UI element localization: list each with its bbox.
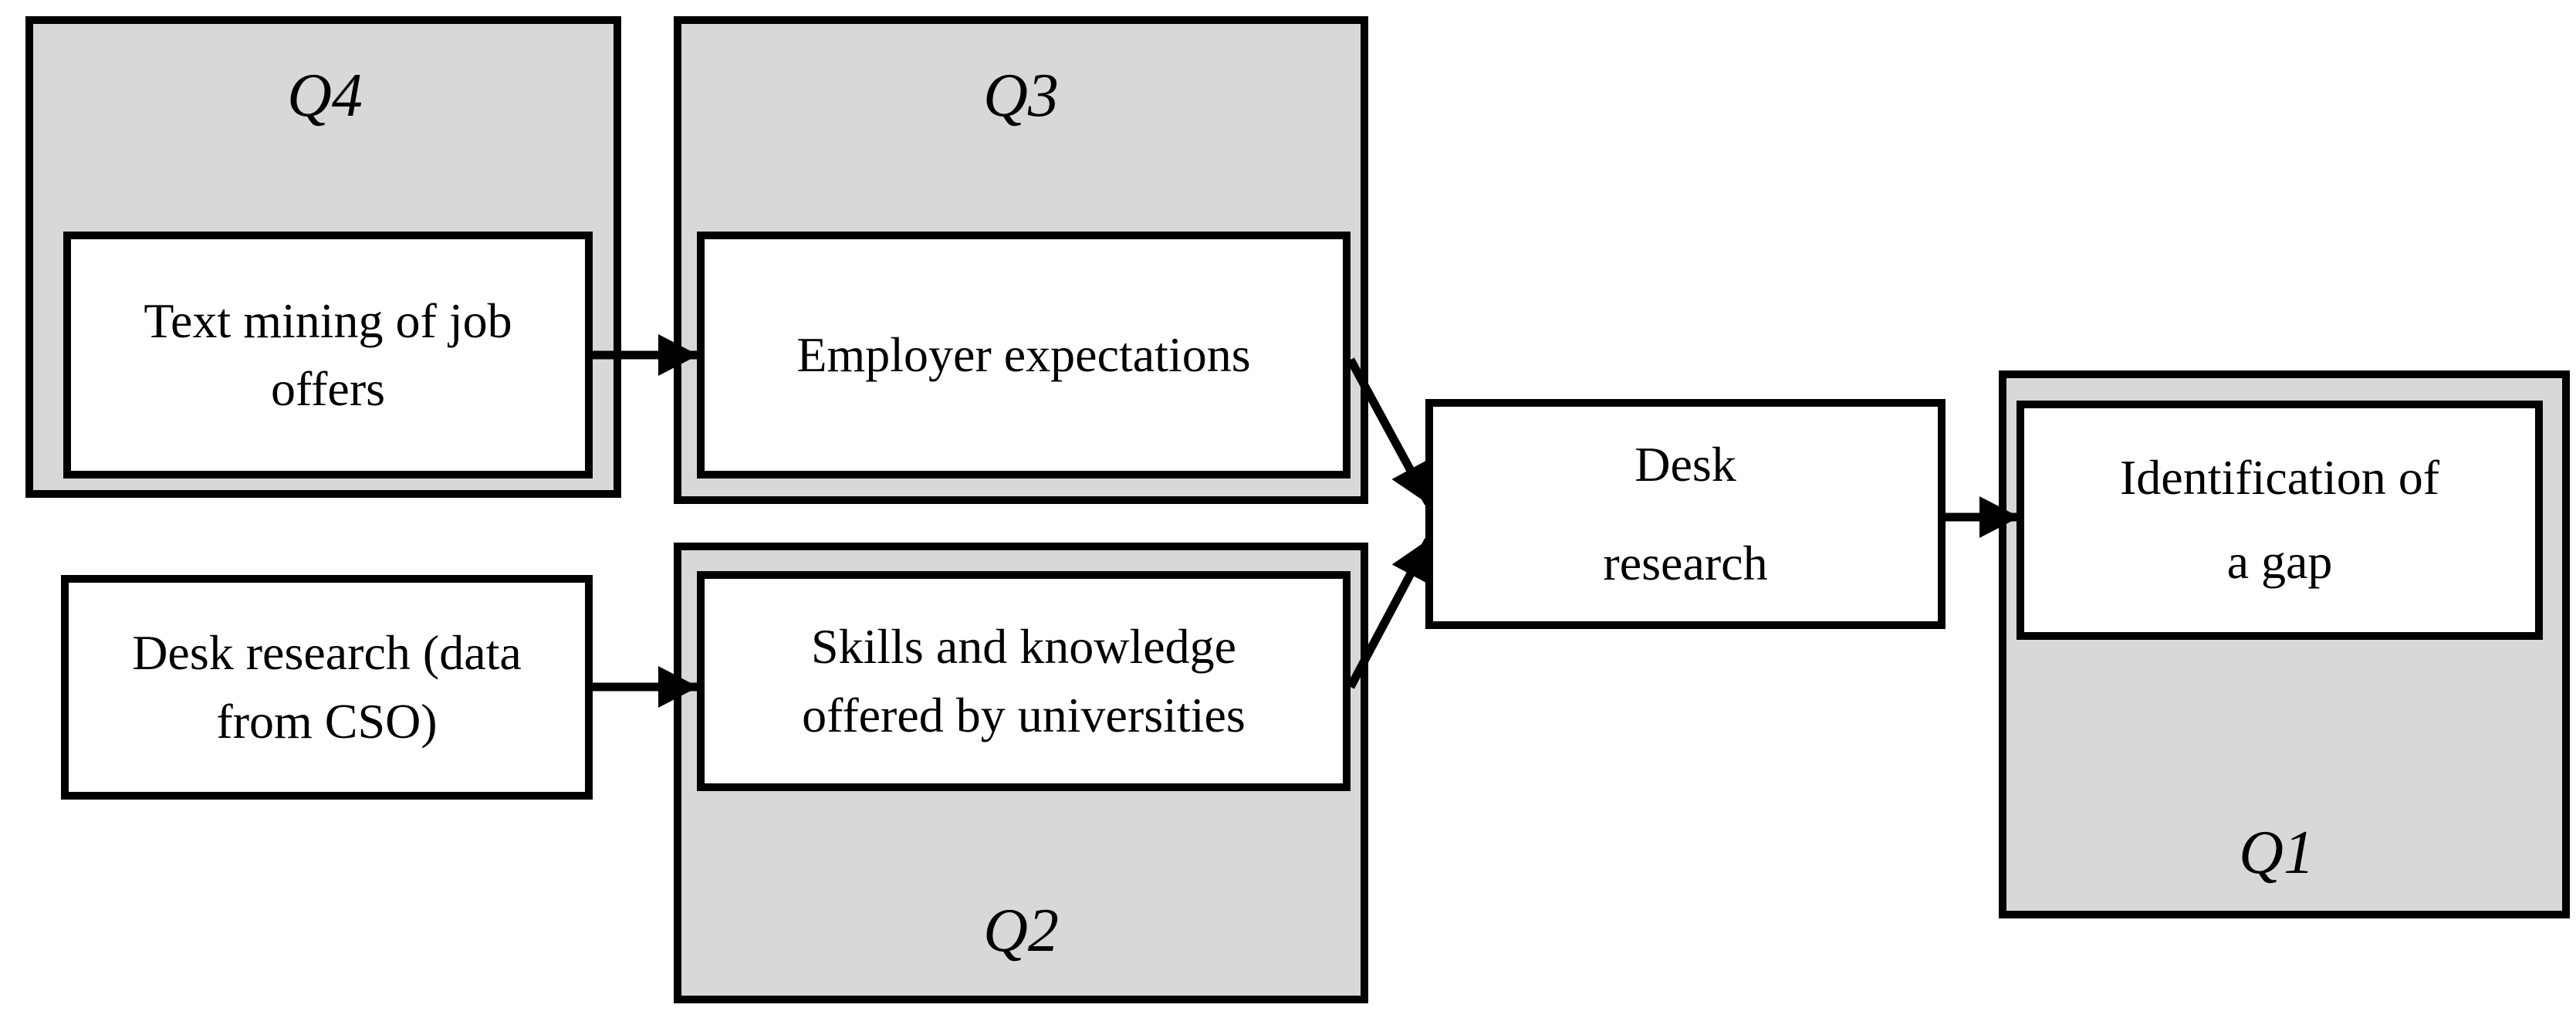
node-skills-knowledge-text: Skills and knowledge offered by universi…: [802, 613, 1246, 749]
node-text-mining-line2: offers: [270, 361, 386, 416]
node-employer-expectations-line1: Employer expectations: [796, 326, 1251, 382]
node-desk-research-cso-line1: Desk research (data: [132, 625, 522, 681]
group-q3-label: Q3: [983, 62, 1059, 130]
node-skills-knowledge-line1: Skills and knowledge: [810, 619, 1237, 675]
node-skills-knowledge: Skills and knowledge offered by universi…: [697, 571, 1351, 791]
group-q1-label: Q1: [2239, 819, 2314, 887]
node-desk-research-cso-line2: from CSO): [216, 693, 438, 749]
node-text-mining: Text mining of job offers: [63, 232, 593, 479]
node-desk-research: Desk research: [1425, 399, 1946, 629]
node-employer-expectations-text: Employer expectations: [796, 321, 1250, 389]
node-desk-research-line1: Desk: [1635, 437, 1736, 492]
node-text-mining-text: Text mining of job offers: [144, 287, 512, 424]
node-desk-research-text: Desk research: [1603, 415, 1767, 613]
node-identification-gap: Identification of a gap: [2017, 401, 2543, 640]
node-desk-research-cso-text: Desk research (data from CSO): [132, 619, 522, 756]
node-identification-gap-text: Identification of a gap: [2120, 436, 2439, 604]
node-identification-gap-line1: Identification of: [2119, 450, 2440, 506]
node-skills-knowledge-line2: offered by universities: [802, 687, 1246, 742]
node-desk-research-cso: Desk research (data from CSO): [61, 575, 593, 800]
group-q2-label: Q2: [983, 897, 1059, 965]
group-q4-label: Q4: [287, 62, 363, 130]
node-identification-gap-line2: a gap: [2226, 534, 2333, 589]
node-text-mining-line1: Text mining of job: [144, 293, 512, 348]
node-employer-expectations: Employer expectations: [697, 232, 1351, 479]
node-desk-research-line2: research: [1603, 536, 1768, 590]
